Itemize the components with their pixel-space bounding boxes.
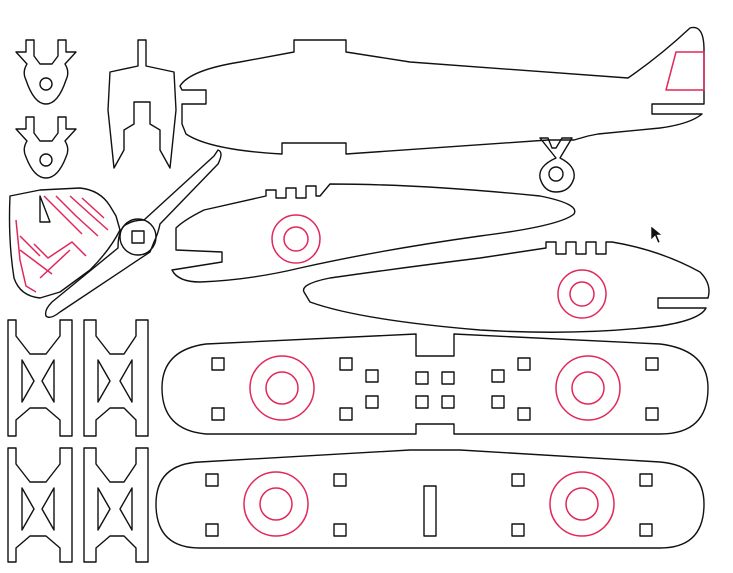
strut-frame-4 — [83, 447, 149, 563]
mouse-pointer-icon — [650, 225, 663, 244]
fork-bracket-top — [15, 39, 77, 105]
main-wing-bottom — [155, 449, 705, 549]
landing-gear-strut — [107, 39, 177, 169]
strut-frame-1 — [7, 319, 73, 437]
fork-bracket-bottom — [15, 116, 77, 179]
nacelle-left — [8, 187, 121, 299]
fuselage-side — [179, 26, 705, 155]
tail-fin-marking — [665, 51, 705, 91]
wing-panel-upper — [171, 183, 576, 283]
propeller — [44, 149, 222, 319]
main-wing-top — [161, 333, 709, 435]
wing-panel-lower — [302, 241, 710, 333]
strut-frame-3 — [7, 447, 73, 563]
wheel-bracket — [539, 137, 575, 193]
strut-frame-2 — [83, 319, 149, 437]
